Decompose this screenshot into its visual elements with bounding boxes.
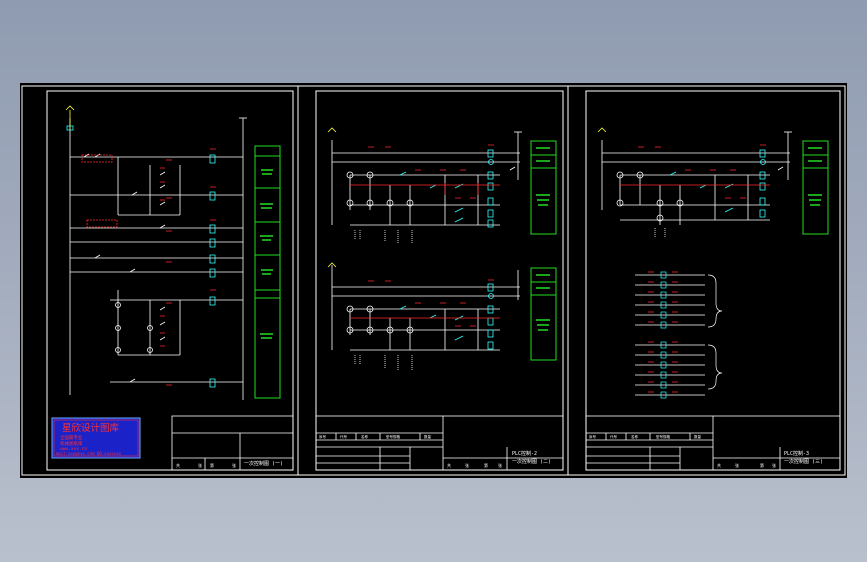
sheet-3-code: PLC控制-3 [784,450,809,457]
sheet-2-sheet-label-2: 张 [498,462,502,468]
terminal-block [660,321,667,329]
sheet-3-bom-header-spec: 型号规格 [656,434,670,439]
sheet-3-bom-header-no: 序号 [589,434,597,439]
sheet-3-upper-circuit [597,127,792,238]
sheet-1-schematic [65,105,247,400]
logo-line-1: 全国最专业 [60,434,83,441]
sheet-2-lower-circuit [327,262,520,371]
logo-title: 星欣设计图库 [62,422,120,434]
sheet-2-caption: 一次控制图 (二) [512,458,551,465]
terminal-block [660,351,667,359]
sheet-1-label-column [254,145,281,399]
logo-line-3: www.xxx.cn [60,447,87,452]
sheet-1-sheet-label-2: 张 [232,462,236,468]
sheet-2-label-column-lower [530,267,557,361]
sheet-2-upper-circuit [327,127,522,244]
sheet-2-total-label: 共 [447,462,451,468]
sheet-3-no-label: 第 [760,462,764,468]
sheet-3-bom-header-code: 代号 [610,434,618,439]
terminal-block [660,381,667,389]
sheet-3-total-label: 共 [717,462,721,468]
sheet-1-title-block [171,415,294,471]
sheet-3-bom-header-name: 名称 [631,434,639,439]
logo-line-2: 机械图纸库 [60,440,83,447]
logo-box [51,417,141,459]
sheet-2-bom-header-no: 序号 [319,434,327,439]
sheet-1-sheet-label: 张 [198,462,202,468]
sheet-2-bom-header-qty: 数量 [424,434,432,439]
terminal-block [660,301,667,309]
sheet-2-bom-header-name: 名称 [361,434,369,439]
sheet-2-code: PLC控制-2 [512,450,537,457]
logo-contact: mail:xxx@xxx.com QQ:xxxxxxx [56,451,122,456]
sheet-1-no-label: 第 [210,462,214,468]
terminal-block [660,311,667,319]
sheet-3-caption: 一次控制图 (三) [784,458,823,465]
sheet-2-no-label: 第 [484,462,488,468]
sheet-2-sheet-label: 张 [465,462,469,468]
sheet-2-label-column-upper [530,140,557,235]
sheet-3-terminal-groups [635,271,723,399]
sheet-3-label-column [802,140,829,235]
terminal-block [660,341,667,349]
sheet-1-total-label: 共 [176,462,180,468]
sheet-1-caption: 一次控制图 (一) [244,460,283,467]
terminal-block [660,281,667,289]
terminal-block [660,291,667,299]
sheet-3-sheet-label-2: 张 [772,462,776,468]
sheet-3-title-block [585,415,841,471]
model-space-background [20,83,847,478]
sheet-3-bom-header-qty: 数量 [694,434,702,439]
sheet-2-bom-header-spec: 型号规格 [386,434,400,439]
terminal-block [660,271,667,279]
terminal-block [660,361,667,369]
sheet-2-title-block [315,415,564,471]
terminal-block [660,371,667,379]
terminal-block [660,391,667,399]
sheet-2-bom-header-code: 代号 [340,434,348,439]
sheet-3-sheet-label: 张 [735,462,739,468]
